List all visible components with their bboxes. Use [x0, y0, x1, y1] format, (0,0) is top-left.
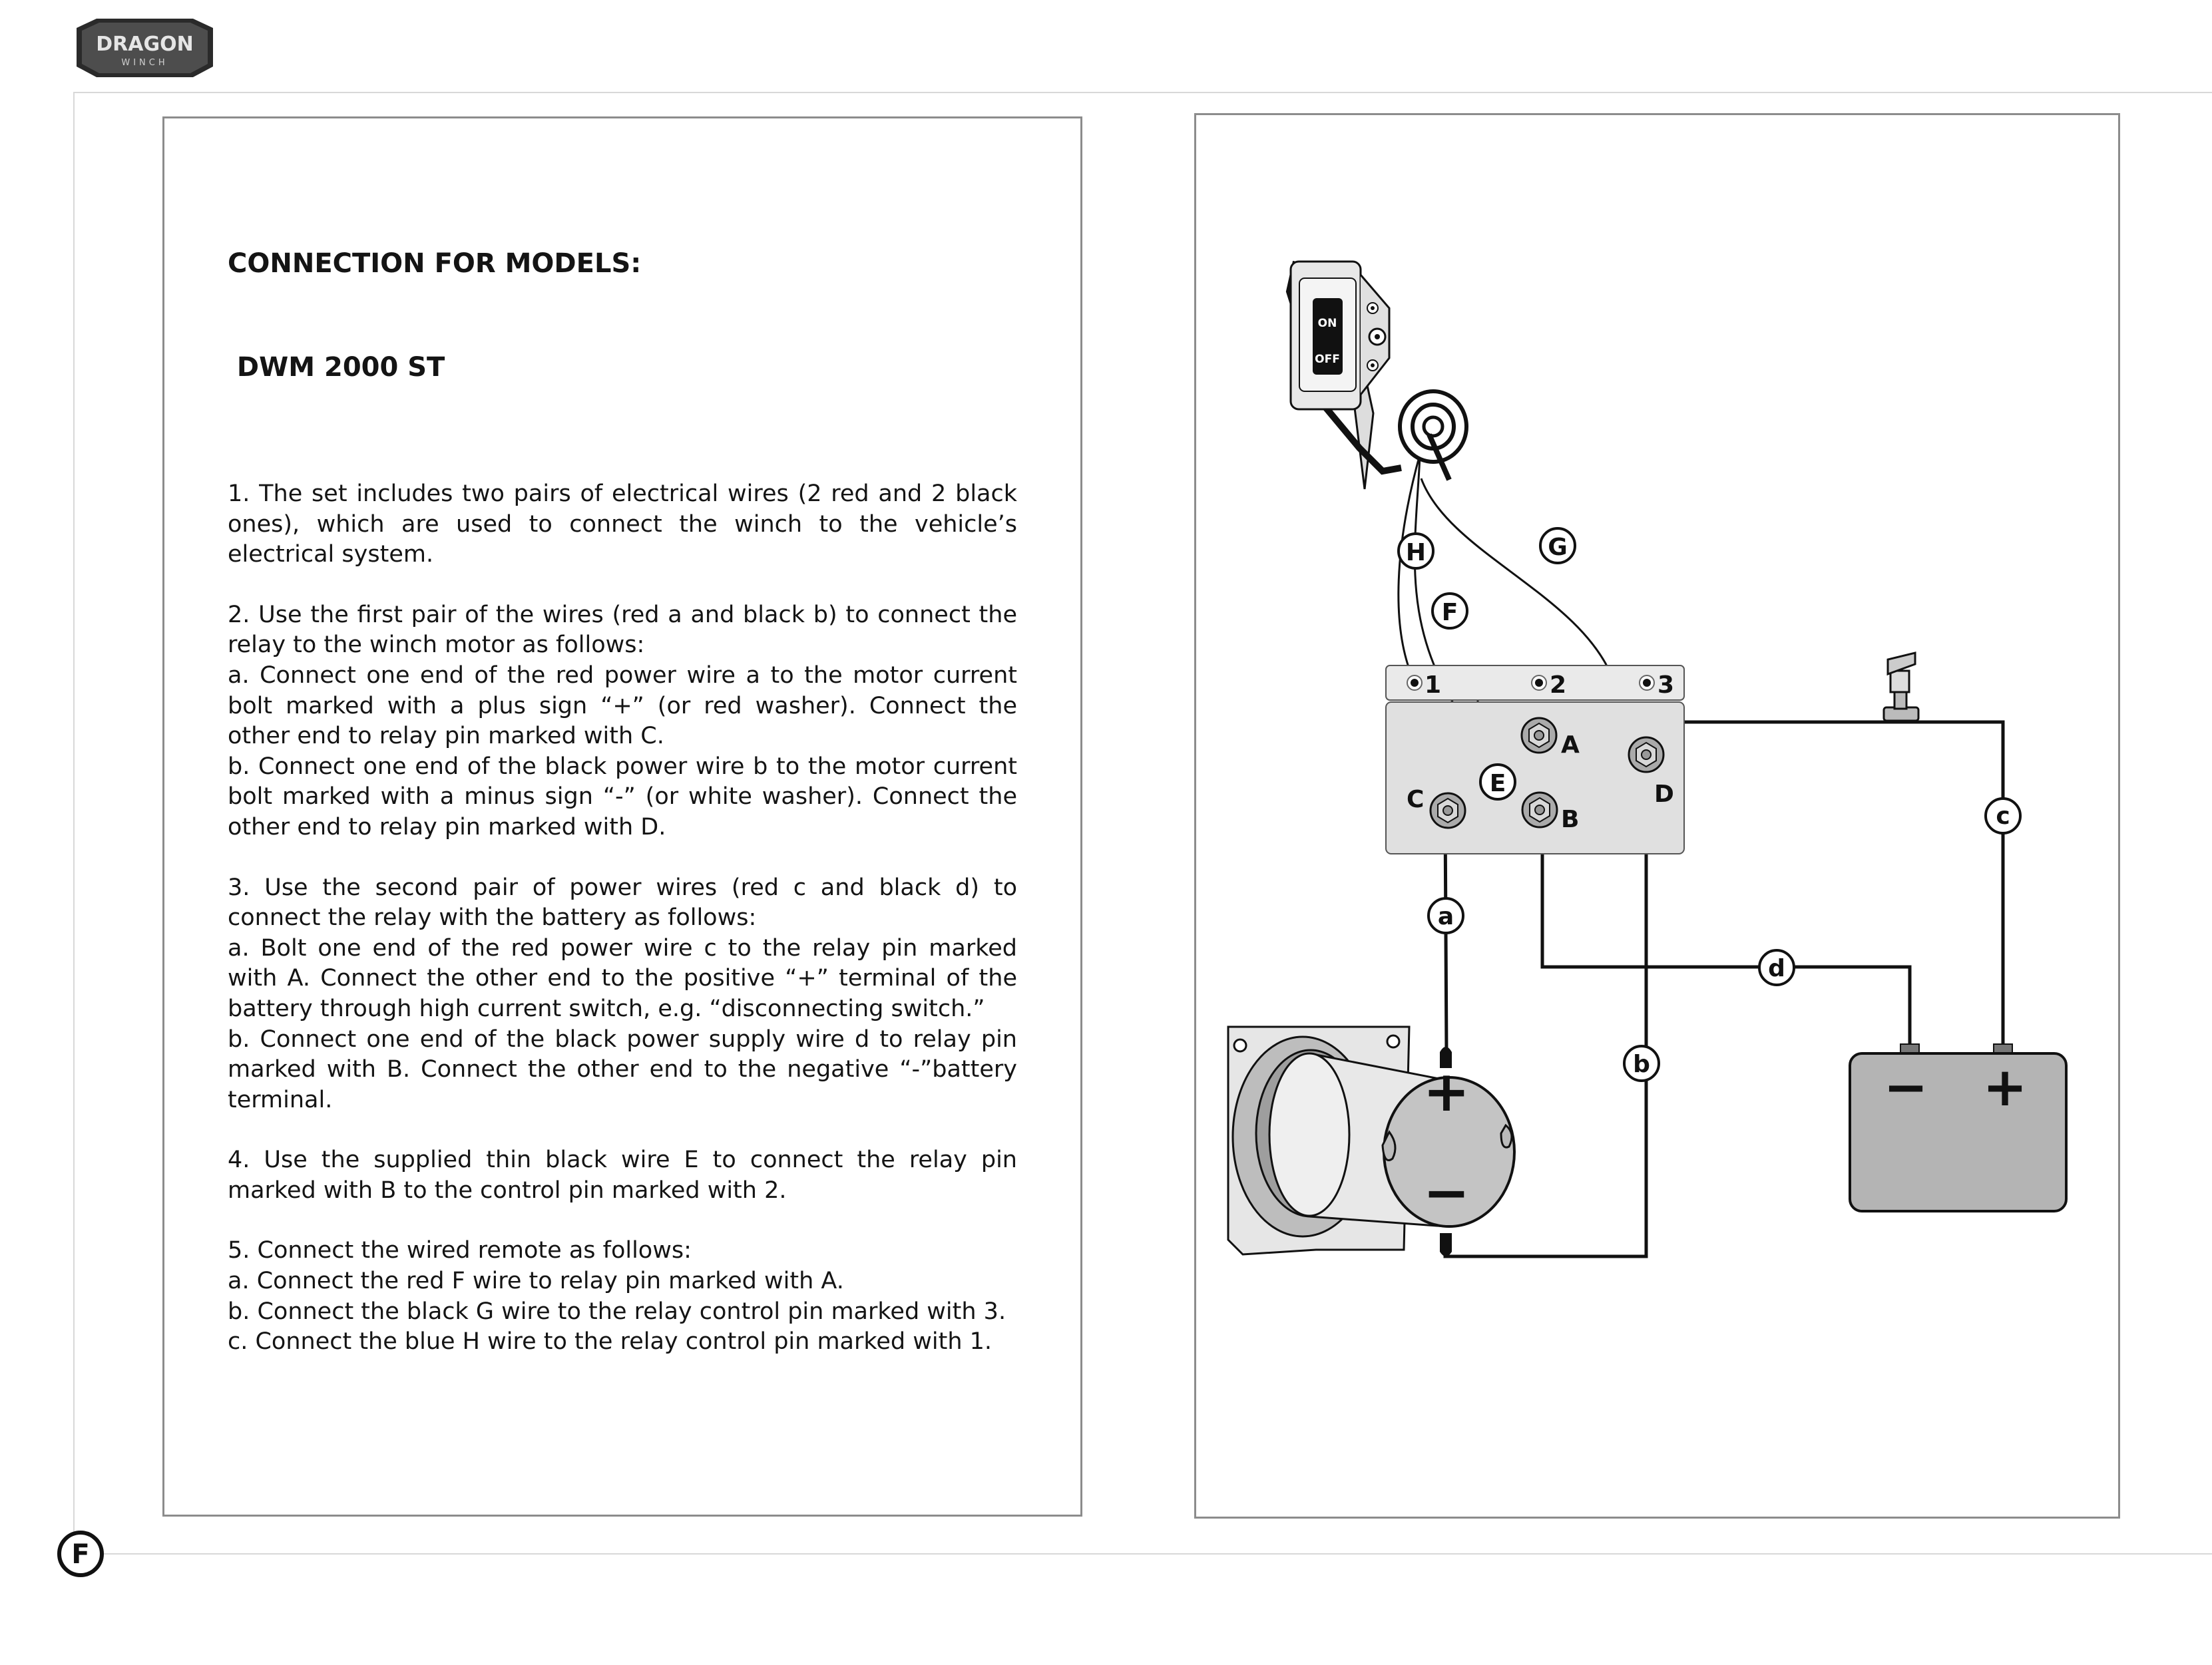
wire-label-f: F	[1431, 592, 1468, 630]
step-2-line-3: b. Connect one end of the black power wi…	[228, 753, 1017, 840]
control-pin-2-label: 2	[1550, 671, 1566, 699]
step-5: 5. Connect the wired remote as follows: …	[228, 1236, 1017, 1357]
relay-pin-b	[1521, 791, 1558, 829]
step-1-line-1: 1. The set includes two pairs of electri…	[228, 480, 1017, 568]
wiring-diagram-panel: ON OFF 1 2 3	[1194, 113, 2120, 1519]
battery: − +	[1849, 1043, 2068, 1212]
relay-pin-d	[1628, 736, 1665, 773]
instructions-content: CONNECTION FOR MODELS: DWM 2000 ST 1. Th…	[228, 177, 1017, 1388]
wire-d	[1540, 811, 1912, 1053]
relay-pin-c-label: C	[1407, 786, 1424, 813]
wire-label-a: a	[1427, 897, 1464, 934]
language-marker-letter: F	[71, 1539, 89, 1570]
control-pin-1-label: 1	[1425, 671, 1441, 699]
language-marker: F	[56, 1529, 105, 1578]
wire-g	[1420, 478, 1616, 683]
step-5-line-3: b. Connect the black G wire to the relay…	[228, 1298, 1006, 1325]
logo-brand-text: DRAGON	[96, 33, 193, 56]
page-frame-top	[73, 92, 2212, 93]
step-3-line-1: 3. Use the second pair of power wires (r…	[228, 874, 1017, 932]
relay-pin-a-label: A	[1561, 731, 1580, 759]
step-5-line-1: 5. Connect the wired remote as follows:	[228, 1237, 692, 1264]
title-line-2: DWM 2000 ST	[228, 352, 445, 383]
instructions-title: CONNECTION FOR MODELS: DWM 2000 ST	[228, 177, 1017, 454]
relay-pin-d-label: D	[1654, 781, 1674, 808]
title-line-1: CONNECTION FOR MODELS:	[228, 248, 642, 279]
step-3-line-3: b. Connect one end of the black power su…	[228, 1025, 1017, 1113]
wiring-diagram: ON OFF 1 2 3	[1227, 260, 2068, 1258]
wire-labels: H G F E a b c	[1397, 527, 2022, 1082]
wire-c	[1539, 720, 2005, 1053]
step-2: 2. Use the first pair of the wires (red …	[228, 600, 1017, 843]
svg-text:d: d	[1768, 955, 1785, 982]
motor-minus-sign: −	[1423, 1160, 1470, 1225]
svg-text:a: a	[1438, 903, 1454, 930]
svg-text:F: F	[1442, 599, 1458, 626]
wire-label-b: b	[1623, 1045, 1660, 1082]
logo-sub-text: WINCH	[121, 58, 168, 68]
relay-box: 1 2 3 A B	[1385, 665, 1685, 854]
wire-label-d: d	[1758, 949, 1795, 986]
motor-plus-sign: +	[1423, 1059, 1470, 1124]
page-frame-bottom	[100, 1553, 2212, 1555]
battery-minus-sign: −	[1883, 1056, 1928, 1118]
svg-text:G: G	[1548, 534, 1568, 561]
winch-motor: + −	[1227, 1025, 1516, 1256]
remote-off-label: OFF	[1315, 353, 1340, 366]
wire-label-e: E	[1479, 763, 1516, 801]
relay-pin-c	[1429, 792, 1466, 829]
wire-h	[1397, 454, 1421, 683]
svg-text:H: H	[1406, 539, 1426, 566]
svg-text:E: E	[1490, 770, 1506, 797]
wire-label-g: G	[1539, 527, 1576, 564]
step-5-line-2: a. Connect the red F wire to relay pin m…	[228, 1268, 844, 1295]
step-3: 3. Use the second pair of power wires (r…	[228, 873, 1017, 1116]
step-4: 4. Use the supplied thin black wire E to…	[228, 1145, 1017, 1206]
step-2-line-2: a. Connect one end of the red power wire…	[228, 661, 1017, 750]
control-pin-3-label: 3	[1658, 671, 1674, 699]
relay-pin-a	[1520, 717, 1558, 754]
wire-label-c: c	[1984, 797, 2022, 834]
step-3-line-2: a. Bolt one end of the red power wire c …	[228, 934, 1017, 1022]
svg-text:b: b	[1633, 1051, 1650, 1078]
page-frame-left	[73, 92, 75, 1559]
instructions-body: 1. The set includes two pairs of electri…	[228, 479, 1017, 1358]
wired-remote: ON OFF	[1285, 260, 1468, 490]
battery-plus-sign: +	[1982, 1056, 2027, 1118]
step-1: 1. The set includes two pairs of electri…	[228, 479, 1017, 570]
step-2-line-1: 2. Use the first pair of the wires (red …	[228, 601, 1017, 659]
remote-on-label: ON	[1318, 317, 1337, 330]
dragon-winch-logo: DRAGON WINCH	[70, 9, 220, 80]
wire-label-h: H	[1397, 532, 1435, 570]
step-4-line-1: 4. Use the supplied thin black wire E to…	[228, 1147, 1017, 1204]
on-off-switch	[1313, 298, 1343, 375]
instructions-panel: CONNECTION FOR MODELS: DWM 2000 ST 1. Th…	[162, 116, 1082, 1517]
step-5-line-4: c. Connect the blue H wire to the relay …	[228, 1328, 993, 1356]
relay-pin-b-label: B	[1561, 806, 1579, 833]
svg-text:c: c	[1996, 803, 2010, 830]
disconnecting-switch	[1882, 651, 1920, 722]
